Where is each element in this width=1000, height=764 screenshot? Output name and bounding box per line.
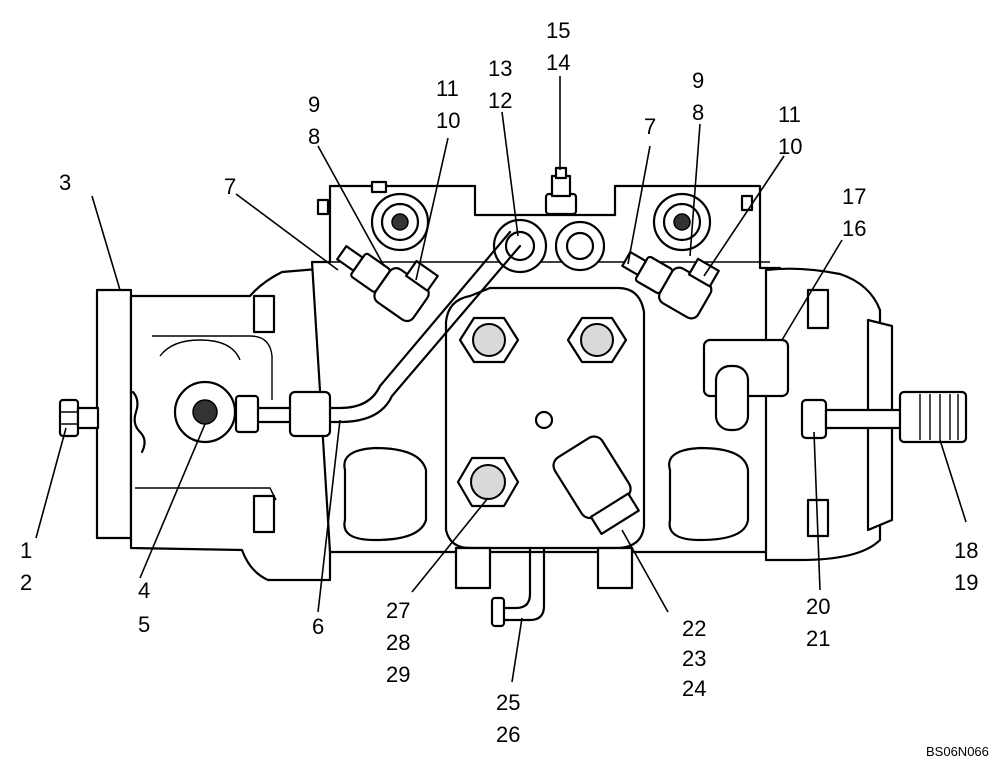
valve-block [444, 286, 646, 628]
callout-8-left: 8 [308, 124, 320, 149]
callout-9-left: 9 [308, 92, 320, 117]
callout-12: 12 [488, 88, 512, 113]
callout-9-right: 9 [692, 68, 704, 93]
callout-10-left: 10 [436, 108, 460, 133]
callout-11-left: 11 [436, 76, 459, 101]
callout-14: 14 [546, 50, 570, 75]
callout-17: 17 [842, 184, 866, 209]
callout-15: 15 [546, 18, 570, 43]
callout-13: 13 [488, 56, 512, 81]
callout-8-right: 8 [692, 100, 704, 125]
callout-18: 18 [954, 538, 978, 563]
callout-26: 26 [496, 722, 520, 747]
callout-19: 19 [954, 570, 978, 595]
callout-6: 6 [312, 614, 324, 639]
callout-10-right: 10 [778, 134, 802, 159]
callout-28: 28 [386, 630, 410, 655]
callout-24: 24 [682, 676, 706, 701]
right-sensor-fittings [621, 250, 720, 320]
left-sensor-fittings [336, 245, 439, 323]
leader-lines [35, 76, 967, 683]
callout-21: 21 [806, 626, 830, 651]
callout-27: 27 [386, 598, 410, 623]
callout-labels: 1 2 3 4 5 6 7 9 8 11 10 13 12 15 14 7 9 … [20, 18, 989, 759]
callout-11-right: 11 [778, 102, 801, 127]
mounting-flange [95, 288, 133, 540]
callout-29: 29 [386, 662, 410, 687]
figure-reference: BS06N066 [926, 744, 989, 759]
callout-23: 23 [682, 646, 706, 671]
callout-22: 22 [682, 616, 706, 641]
callout-25: 25 [496, 690, 520, 715]
callout-16: 16 [842, 216, 866, 241]
callout-7-right: 7 [644, 114, 656, 139]
callout-2: 2 [20, 570, 32, 595]
callout-1: 1 [20, 538, 32, 563]
callout-5: 5 [138, 612, 150, 637]
callout-4: 4 [138, 578, 150, 603]
callout-7-left: 7 [224, 174, 236, 199]
bolt-head [58, 398, 80, 438]
callout-3: 3 [59, 170, 71, 195]
callout-20: 20 [806, 594, 830, 619]
spline-shaft [898, 390, 968, 444]
right-pump-housing [702, 267, 968, 562]
